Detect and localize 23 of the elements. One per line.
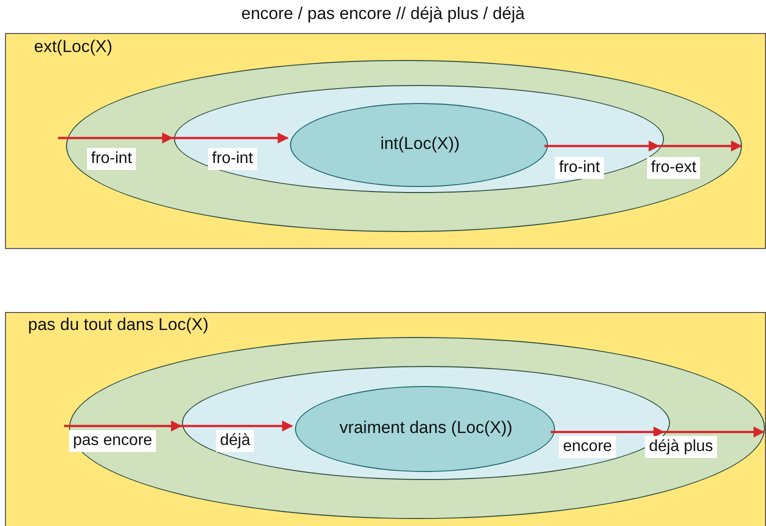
edge-label: fro-int <box>555 157 604 179</box>
arrow <box>64 420 182 432</box>
region-label: ext(Loc(X) <box>34 37 112 57</box>
arrow <box>58 132 174 144</box>
arrow <box>663 426 765 438</box>
region-panel <box>5 33 766 249</box>
arrow <box>172 132 289 144</box>
arrow <box>658 140 742 152</box>
edge-label: encore <box>559 436 616 458</box>
region-label: pas du tout dans Loc(X) <box>28 315 209 335</box>
region-panel <box>5 312 766 526</box>
edge-label: fro-int <box>208 148 257 170</box>
diagram-title: encore / pas encore // déjà plus / déjà <box>240 4 526 24</box>
arrow <box>180 420 294 432</box>
edge-label: déjà <box>216 430 254 452</box>
region-label: int(Loc(X)) <box>379 134 461 154</box>
arrow <box>544 140 660 152</box>
edge-label: fro-ext <box>647 157 700 179</box>
edge-label: déjà plus <box>645 436 718 458</box>
arrow <box>550 426 665 438</box>
edge-label: pas encore <box>69 430 156 452</box>
edge-label: fro-int <box>87 148 136 170</box>
region-label: vraiment dans (Loc(X)) <box>338 418 514 438</box>
